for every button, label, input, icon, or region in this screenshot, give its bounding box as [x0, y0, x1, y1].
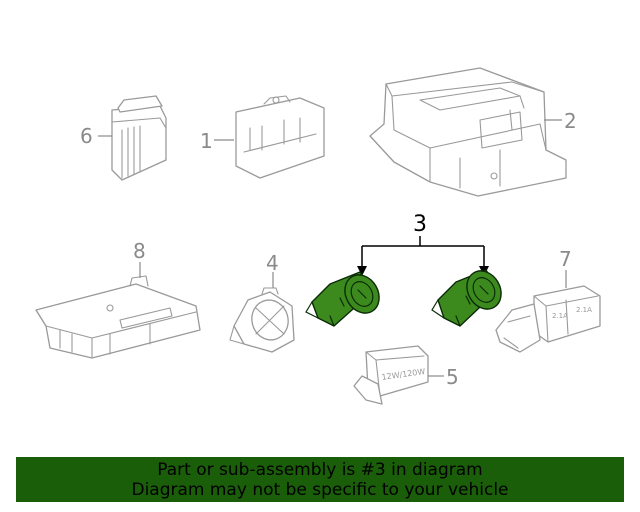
- part-3-socket-right[interactable]: [431, 265, 508, 327]
- part-8-module[interactable]: [35, 275, 201, 359]
- callout-2: 2: [564, 109, 577, 133]
- callout-6: 6: [80, 124, 93, 148]
- callout-3-bracket: [357, 236, 489, 276]
- part-3-socket-left[interactable]: [305, 269, 386, 327]
- callout-8: 8: [133, 239, 146, 263]
- callout-7: 7: [559, 247, 572, 271]
- part-6-relay[interactable]: [111, 95, 167, 181]
- callout-4: 4: [266, 251, 279, 275]
- info-banner: Part or sub-assembly is #3 in diagram Di…: [16, 457, 624, 502]
- part-7-label-right: 2.1A: [576, 306, 592, 314]
- part-7-label-left: 2.1A: [552, 312, 568, 320]
- callout-5: 5: [446, 365, 459, 389]
- callout-3: 3: [413, 212, 427, 237]
- callout-1: 1: [200, 129, 213, 153]
- part-2-unit[interactable]: [369, 67, 567, 197]
- part-4-housing[interactable]: [229, 287, 295, 353]
- part-7-usb[interactable]: 2.1A 2.1A: [495, 285, 601, 353]
- part-5-cap[interactable]: 12W/120W: [353, 345, 429, 405]
- part-1-module[interactable]: [235, 95, 325, 179]
- banner-line-2: Diagram may not be specific to your vehi…: [131, 479, 509, 500]
- banner-line-1: Part or sub-assembly is #3 in diagram: [157, 459, 483, 480]
